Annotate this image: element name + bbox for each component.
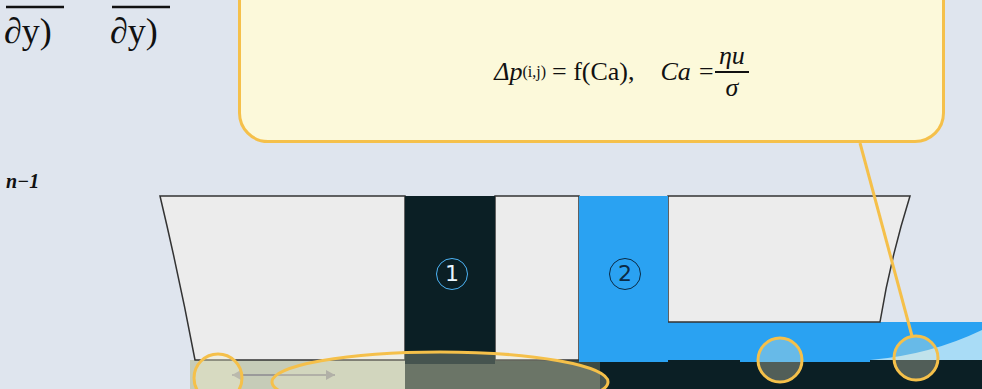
formula-text: σ: [721, 73, 742, 103]
chip-body: [160, 196, 405, 360]
formula-text: = f(Ca),: [552, 56, 635, 87]
highlight-ellipse: [272, 352, 608, 389]
blue-fluid: [579, 330, 668, 362]
formula-text: Δp: [494, 56, 522, 87]
inlet-channel-dark: [405, 196, 495, 364]
formula-text: Ca =: [661, 56, 715, 87]
highlight-circle: [758, 338, 802, 382]
formula-text: (i,j): [522, 62, 546, 81]
formula-text: ηu: [715, 41, 749, 73]
highlight-circle: [894, 336, 938, 380]
fraction-bar: [112, 6, 170, 9]
chip-body: [668, 196, 910, 322]
formula-fragment: ∂y): [4, 10, 52, 52]
formula-part: = f(Ca),: [546, 56, 635, 87]
formula-part: ηuσ: [715, 41, 749, 103]
leader-line: [860, 143, 912, 336]
chip-body: [495, 196, 579, 360]
formula-fragment: ∂y): [110, 10, 158, 52]
formula-part: Δp(i,j): [494, 56, 546, 87]
highlight-circle: [194, 354, 242, 389]
index-label: n−1: [6, 170, 39, 193]
callout-number: 1: [436, 258, 468, 290]
fraction-bar: [6, 6, 64, 9]
formula-part: Ca =: [661, 56, 715, 87]
formula: Δp(i,j)= f(Ca),Ca =ηuσ: [494, 41, 749, 103]
formula-callout: Δp(i,j)= f(Ca),Ca =ηuσ: [238, 0, 945, 143]
callout-number: 2: [609, 258, 641, 290]
